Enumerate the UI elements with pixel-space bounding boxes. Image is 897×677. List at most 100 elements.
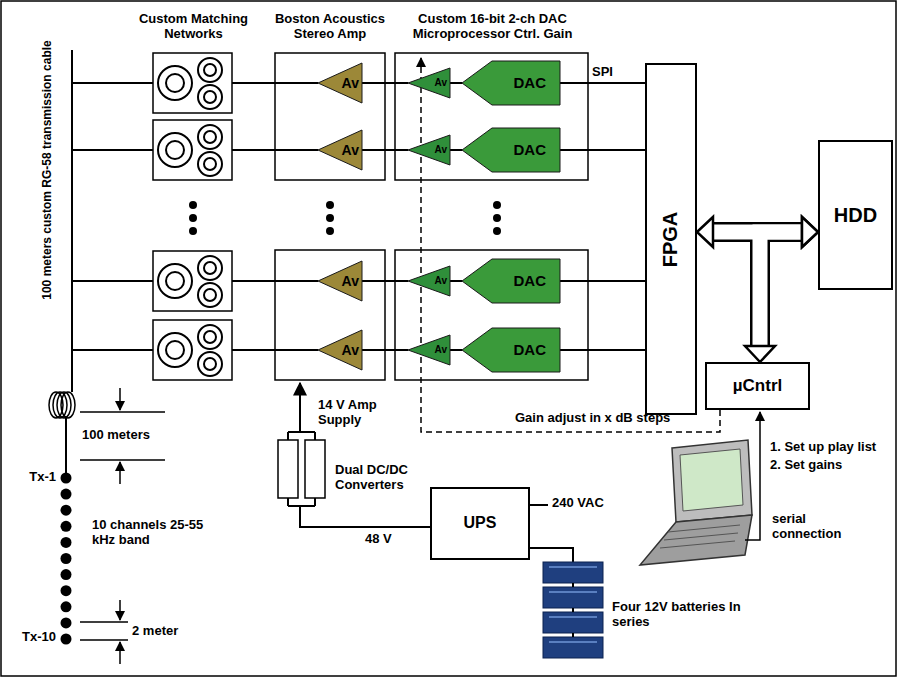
ellipsis-dots: [326, 214, 334, 222]
transducer-array: [61, 553, 72, 564]
annotation-label: 48 V: [365, 532, 415, 547]
battery: [543, 587, 603, 608]
node-label: Av: [435, 275, 447, 287]
annotation-label: 2 meter: [132, 624, 202, 639]
bus-arrow-head: [745, 346, 775, 362]
gain-amplifier-outline: [408, 135, 450, 165]
battery: [543, 562, 603, 658]
amplifier-triangle-outline: [318, 261, 362, 301]
ellipsis-dots: [189, 201, 197, 209]
gain-amplifier: Av: [408, 135, 450, 165]
cable-wire: [72, 50, 318, 392]
dac-symbol: DAC: [462, 61, 560, 105]
node-label: FPGA: [660, 211, 683, 267]
cable-coil: [61, 392, 75, 418]
annotation-label: 100 meters: [82, 428, 162, 443]
transducer-array: [61, 489, 72, 500]
cable-coil: [49, 392, 75, 478]
node-label: DAC: [514, 141, 547, 158]
bus-arrow: [760, 232, 802, 346]
node-label: Av: [435, 144, 447, 156]
transducer-array: [61, 569, 72, 580]
annotation-label: Gain adjust in x dB steps: [515, 411, 700, 426]
power-wiring: [299, 383, 301, 432]
node-label: Av: [435, 77, 447, 89]
dac-symbol: DAC: [462, 328, 560, 372]
transducer-array: [61, 521, 72, 532]
node-label: Av: [342, 342, 359, 358]
dimension-lines: [80, 622, 128, 640]
signal-line: [560, 149, 645, 151]
node-label: µCntrl: [733, 376, 782, 396]
transducer-array: [61, 634, 72, 645]
annotation-label: Custom 16-bit 2-ch DAC Microprocessor Ct…: [395, 12, 590, 42]
signal-line: [362, 280, 408, 282]
annotation-label: serial connection: [772, 512, 872, 542]
amplifier-triangle-outline: [318, 330, 362, 370]
gain-control-line: [421, 58, 720, 432]
fpga-box: FPGA: [645, 63, 697, 415]
ellipsis-dots: [326, 227, 334, 235]
node-label: UPS: [464, 514, 497, 532]
laptop: [640, 515, 752, 565]
bus-arrow-head: [802, 217, 818, 247]
ellipsis-dots: [189, 201, 501, 235]
dimension-lines: [80, 412, 165, 460]
bus-arrow-head: [802, 217, 818, 247]
hdd-box: HDD: [818, 140, 893, 290]
transducer-array: [61, 601, 72, 612]
ellipsis-dots: [493, 201, 501, 209]
power-wiring: [530, 548, 573, 562]
gain-amplifier-outline: [408, 266, 450, 296]
gain-amplifier-outline: [408, 68, 450, 98]
dac-symbol: DAC: [462, 128, 560, 172]
amplifier-triangle-outline: [318, 63, 362, 103]
transducer-array: [61, 537, 72, 548]
gain-amplifier: Av: [408, 266, 450, 296]
gain-amplifier: Av: [408, 68, 450, 98]
matching-network: [153, 53, 232, 380]
node-label: DAC: [514, 272, 547, 289]
node-label: HDD: [834, 204, 877, 227]
dac-symbol: DAC: [462, 259, 560, 303]
amplifier-triangle-outline: [318, 130, 362, 170]
microcontroller-box: µCntrl: [705, 362, 810, 410]
dimension-lines: [119, 600, 121, 620]
laptop: [640, 440, 752, 565]
annotation-label: 14 V Amp Supply: [318, 398, 398, 428]
signal-line: [560, 280, 645, 282]
signal-line: [450, 280, 462, 282]
battery: [549, 567, 597, 642]
ellipsis-dots: [189, 227, 197, 235]
cable-wire: [72, 83, 153, 350]
amplifier-triangle: Av: [318, 261, 362, 301]
gain-amplifier: Av: [408, 335, 450, 365]
amp-chassis: [275, 53, 385, 180]
matching-network: [153, 251, 232, 311]
signal-line: [560, 82, 645, 84]
power-wiring: [530, 504, 548, 506]
matching-network: [153, 120, 232, 180]
signal-line: [560, 349, 645, 351]
bus-arrow-outline: [760, 232, 802, 346]
amplifier-triangle: Av: [318, 330, 362, 370]
node-label: DAC: [514, 341, 547, 358]
edge-label: SPI: [590, 65, 615, 80]
bus-arrow-head: [697, 217, 713, 247]
power-wiring: [300, 506, 430, 527]
power-wiring: [288, 383, 573, 562]
signal-line: [450, 82, 462, 84]
signal-line: [362, 149, 408, 151]
annotation-label: 1. Set up play list: [770, 440, 895, 455]
dac-board: [395, 53, 588, 380]
laptop: [672, 440, 752, 522]
dc-dc-converter: [278, 440, 298, 498]
dimension-lines: [119, 388, 121, 410]
ellipsis-dots: [326, 201, 334, 209]
annotation-label: Dual DC/DC Converters: [335, 463, 430, 493]
laptop: [680, 449, 743, 511]
amp-chassis: [275, 53, 385, 380]
